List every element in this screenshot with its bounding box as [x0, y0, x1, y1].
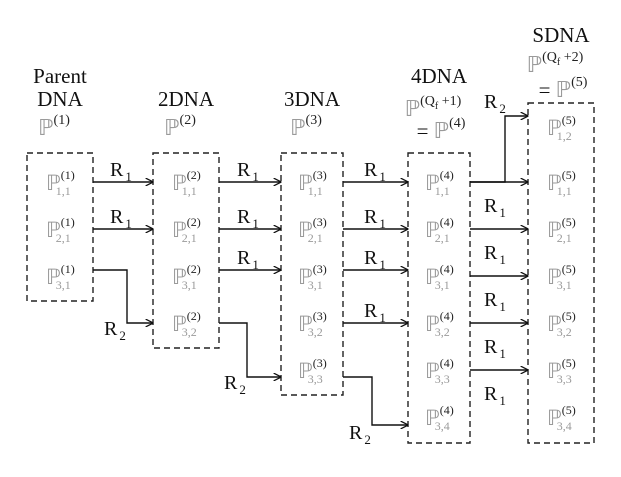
dna-element: ℙ(4)3,3: [425, 356, 454, 386]
dna-element: ℙ(5)2,1: [547, 215, 576, 245]
dna-element: ℙ(5)3,2: [547, 309, 576, 339]
dna-element: ℙ(1)2,1: [46, 215, 75, 245]
dna-element: ℙ(5)1,1: [547, 168, 576, 198]
dna-element: ℙ(3)3,1: [298, 262, 327, 292]
dna-element: ℙ(4)3,4: [425, 403, 454, 433]
dna-element: ℙ(3)1,1: [298, 168, 327, 198]
dna-element: ℙ(3)3,3: [298, 356, 327, 386]
dna-element: ℙ(5)1,2: [547, 113, 576, 143]
set-equality: = ℙ(5): [539, 75, 588, 103]
dna-element: ℙ(1)3,1: [46, 262, 75, 292]
dna-element: ℙ(3)2,1: [298, 215, 327, 245]
dna-element: ℙ(4)3,2: [425, 309, 454, 339]
transition-arrow: [93, 269, 153, 323]
set-symbol: ℙ(Qf +2): [527, 50, 584, 78]
set-symbol: ℙ(2): [164, 113, 196, 141]
transition-arrow: [470, 116, 528, 183]
generation-box-3: [280, 152, 344, 396]
dna-element: ℙ(4)2,1: [425, 215, 454, 245]
dna-element: ℙ(5)3,3: [547, 356, 576, 386]
dna-element: ℙ(3)3,2: [298, 309, 327, 339]
set-equality: = ℙ(4): [417, 116, 466, 144]
generation-title: DNA: [37, 87, 83, 111]
dna-element: ℙ(5)3,4: [547, 403, 576, 433]
generation-box-1: [26, 152, 94, 302]
dna-element: ℙ(2)3,2: [172, 309, 201, 339]
dna-element: ℙ(2)3,1: [172, 262, 201, 292]
generation-title: 3DNA: [284, 87, 341, 111]
dna-element: ℙ(5)3,1: [547, 262, 576, 292]
dna-element: ℙ(2)1,1: [172, 168, 201, 198]
generation-box-4: [407, 152, 471, 444]
generation-title: SDNA: [532, 23, 590, 47]
set-symbol: ℙ(3): [290, 113, 322, 141]
transition-arrow: [343, 376, 408, 425]
transition-arrow: [219, 322, 281, 377]
dna-element: ℙ(4)1,1: [425, 168, 454, 198]
generation-title: 2DNA: [158, 87, 215, 111]
set-symbol: ℙ(Qf +1): [405, 94, 462, 122]
generation-title: 4DNA: [411, 64, 468, 88]
generation-title: Parent: [33, 64, 87, 88]
set-symbol: ℙ(1): [38, 113, 70, 141]
generation-box-2: [152, 152, 220, 349]
dna-element: ℙ(4)3,1: [425, 262, 454, 292]
dna-element: ℙ(1)1,1: [46, 168, 75, 198]
dna-element: ℙ(2)2,1: [172, 215, 201, 245]
